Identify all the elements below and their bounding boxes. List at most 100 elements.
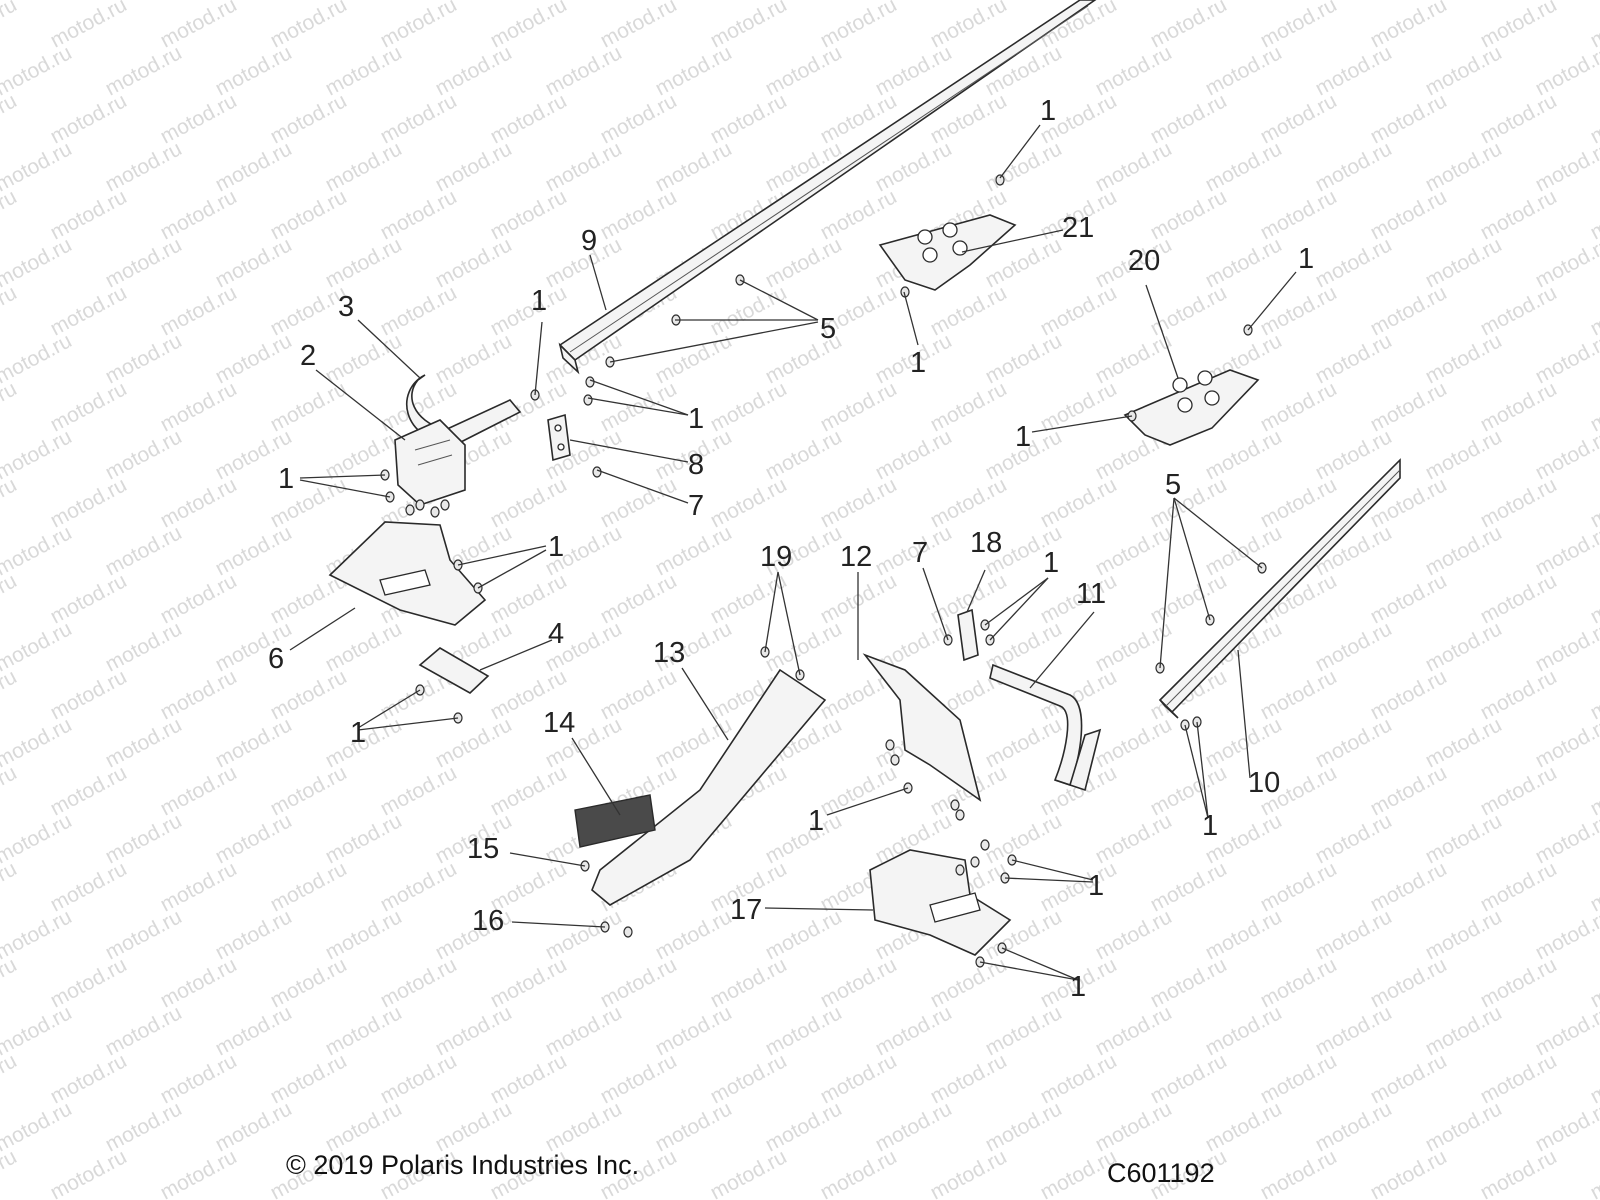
leader-lines — [289, 124, 1297, 981]
bracket-part-4 — [418, 647, 490, 694]
watermark-text: motod.ru — [1532, 425, 1600, 484]
watermark-text: motod.ru — [1532, 809, 1600, 868]
watermark-text: motod.ru — [1532, 137, 1600, 196]
screw-fastener — [885, 739, 895, 751]
screw-fastener — [430, 506, 440, 518]
callout-label: 18 — [970, 527, 1002, 559]
watermark-text: motod.ru — [0, 425, 76, 484]
callout-label: 2 — [300, 340, 316, 372]
callout-label: 1 — [910, 347, 926, 379]
watermark-text: motod.ru — [1587, 89, 1600, 148]
watermark-text: motod.ru — [0, 617, 76, 676]
callout-label: 21 — [1062, 212, 1094, 244]
copyright-notice: © 2019 Polaris Industries Inc. — [286, 1150, 640, 1180]
watermark-text: motod.ru — [1532, 329, 1600, 388]
watermark-text: motod.ru — [0, 329, 76, 388]
callout-label: 15 — [467, 833, 499, 865]
watermark-text: motod.ru — [1532, 1097, 1600, 1156]
rail-part-9 — [558, 0, 1097, 375]
watermark-text: motod.ru — [0, 809, 76, 868]
watermark-text: motod.ru — [0, 953, 21, 1012]
watermark-text: motod.ru — [157, 1145, 241, 1200]
callout-label: 5 — [1165, 469, 1181, 501]
watermark-text: motod.ru — [1367, 1145, 1451, 1200]
watermark-text: motod.ru — [1532, 905, 1600, 964]
screw-fastener — [995, 174, 1005, 186]
callout-labels: 1 21 1 9 5 20 1 1 3 1 2 1 8 7 1 1 5 19 1… — [268, 95, 1314, 1003]
watermark-text: motod.ru — [1587, 377, 1600, 436]
watermark-text: motod.ru — [1587, 1145, 1600, 1200]
screw-fastener — [955, 809, 965, 821]
grip-pad-part-14 — [574, 794, 656, 848]
screw-fastener — [980, 839, 990, 851]
watermark-text: motod.ru — [1532, 41, 1600, 100]
mount-bracket-part-2 — [394, 419, 466, 506]
watermark-text: motod.ru — [1587, 857, 1600, 916]
screw-fastener — [440, 499, 450, 511]
watermark-text: motod.ru — [0, 521, 76, 580]
watermark-text: motod.ru — [1532, 233, 1600, 292]
watermark-text: motod.ru — [0, 137, 76, 196]
watermark-text: motod.ru — [1477, 1145, 1561, 1200]
watermark-text: motod.ru — [1587, 281, 1600, 340]
screw-fastener — [592, 466, 602, 478]
callout-label: 8 — [688, 449, 704, 481]
watermark-text: motod.ru — [0, 0, 21, 52]
watermark-text: motod.ru — [1532, 1001, 1600, 1060]
callout-label: 1 — [808, 805, 824, 837]
screw-fastener — [970, 856, 980, 868]
callout-label: 4 — [548, 618, 564, 650]
watermark-text: motod.ru — [0, 857, 21, 916]
watermark-text: motod.ru — [1587, 665, 1600, 724]
callout-label: 5 — [820, 313, 836, 345]
watermark-text: motod.ru — [1587, 1049, 1600, 1108]
watermark-text: motod.ru — [0, 377, 21, 436]
watermark-text: motod.ru — [0, 233, 76, 292]
watermark-text: motod.ru — [0, 713, 76, 772]
callout-label: 9 — [581, 225, 597, 257]
footrest-bracket-part-6 — [328, 521, 487, 626]
callout-label: 16 — [472, 905, 504, 937]
callout-label: 11 — [1076, 578, 1106, 610]
watermark-text: motod.ru — [0, 569, 21, 628]
watermark-text: motod.ru — [0, 185, 21, 244]
watermark-text: motod.ru — [0, 665, 21, 724]
callout-label: 20 — [1128, 245, 1160, 277]
watermark-text: motod.ru — [1587, 953, 1600, 1012]
callout-label: 1 — [531, 285, 547, 317]
callout-label: 1 — [350, 717, 366, 749]
watermark-text: motod.ru — [1257, 1145, 1341, 1200]
callout-label: 17 — [730, 894, 762, 926]
callout-label: 1 — [1015, 421, 1031, 453]
plate-part-8 — [547, 413, 571, 462]
callout-label: 6 — [268, 643, 284, 675]
callout-label: 1 — [1202, 810, 1218, 842]
callout-label: 14 — [543, 707, 575, 739]
fasteners — [380, 174, 1267, 968]
watermark-text: motod.ru — [0, 41, 76, 100]
watermark-text: motod.ru — [1587, 761, 1600, 820]
screw-fastener — [405, 504, 415, 516]
watermark-text: motod.ru — [0, 89, 21, 148]
grab-bar-part-11 — [989, 663, 1102, 792]
screw-fastener — [623, 926, 633, 938]
bracket-part-12 — [862, 653, 982, 802]
watermark-text: motod.ru — [0, 281, 21, 340]
screw-fastener — [955, 864, 965, 876]
watermark-text: motod.ru — [1587, 473, 1600, 532]
diagram-code: C601192 — [1107, 1158, 1215, 1188]
callout-label: 3 — [338, 291, 354, 323]
watermark-text: motod.ru — [0, 1145, 21, 1200]
footrest-arm-part-13 — [591, 668, 827, 906]
watermark-text: motod.ru — [0, 1001, 76, 1060]
watermark-text: motod.ru — [1532, 713, 1600, 772]
callout-label: 12 — [840, 541, 872, 573]
callout-label: 7 — [912, 537, 928, 569]
callout-label: 1 — [548, 531, 564, 563]
screw-fastener — [585, 376, 595, 388]
watermark-text: motod.ru — [927, 1145, 1011, 1200]
watermark-text: motod.ru — [817, 1145, 901, 1200]
screw-fastener — [415, 499, 425, 511]
watermark-text: motod.ru — [1587, 569, 1600, 628]
